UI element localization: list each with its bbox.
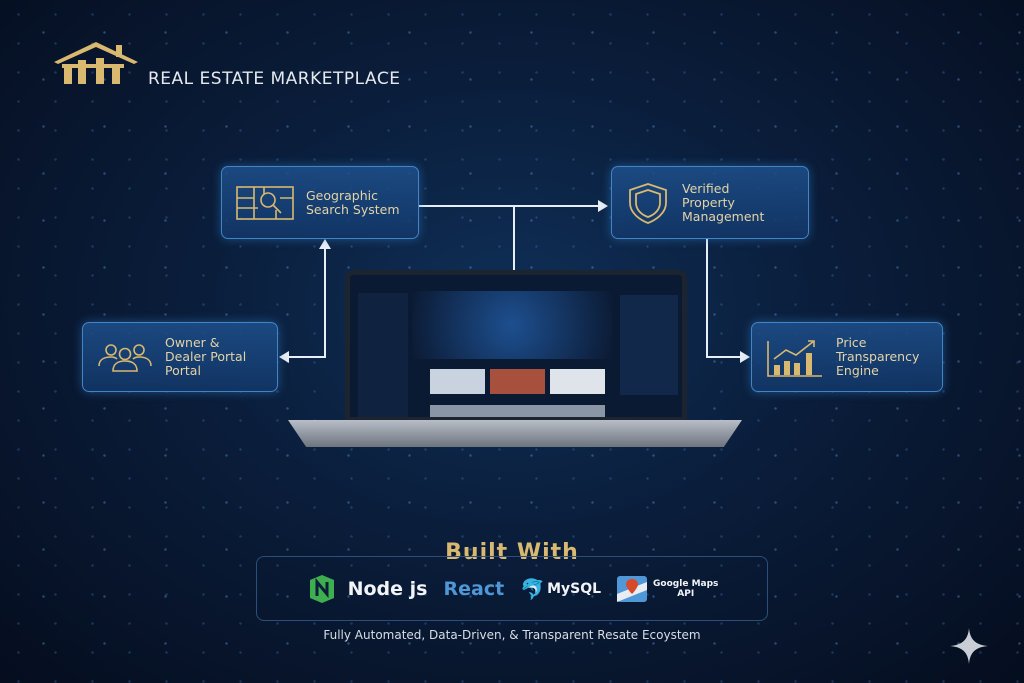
connector — [324, 248, 326, 358]
laptop-base — [288, 420, 742, 447]
connector — [288, 356, 326, 358]
arrow-right-icon — [740, 351, 750, 363]
shield-icon — [629, 182, 667, 224]
arrow-up-icon — [319, 239, 331, 249]
mysql-dolphin-icon: 🐬 — [520, 576, 546, 601]
built-with-title: Built With — [445, 540, 579, 565]
laptop-screen — [345, 270, 687, 422]
connector — [513, 206, 515, 270]
map-view — [412, 291, 612, 359]
tech-react: React — [443, 577, 505, 600]
listing-panel — [620, 295, 678, 395]
house-icon — [54, 42, 138, 84]
connector — [419, 205, 601, 207]
property-card-row — [430, 405, 605, 417]
app-sidebar — [358, 293, 408, 417]
property-card — [430, 369, 485, 394]
tech-nodejs: Node js — [347, 577, 428, 600]
google-maps-icon — [617, 575, 648, 602]
arrow-right-icon — [598, 200, 608, 212]
map-search-icon — [236, 185, 294, 220]
sparkle-icon — [950, 628, 988, 664]
chart-growth-icon — [767, 340, 822, 377]
nodejs-icon — [309, 574, 334, 603]
users-icon — [98, 344, 152, 372]
footer-tagline: Fully Automated, Data-Driven, & Transpar… — [323, 628, 701, 642]
connector — [706, 239, 708, 358]
property-card — [490, 369, 545, 394]
page-title: REAL ESTATE MARKETPLACE — [148, 69, 401, 89]
property-card — [550, 369, 605, 394]
connector — [706, 356, 742, 358]
arrow-left-icon — [279, 351, 289, 363]
tech-mysql: MySQL — [547, 580, 602, 597]
